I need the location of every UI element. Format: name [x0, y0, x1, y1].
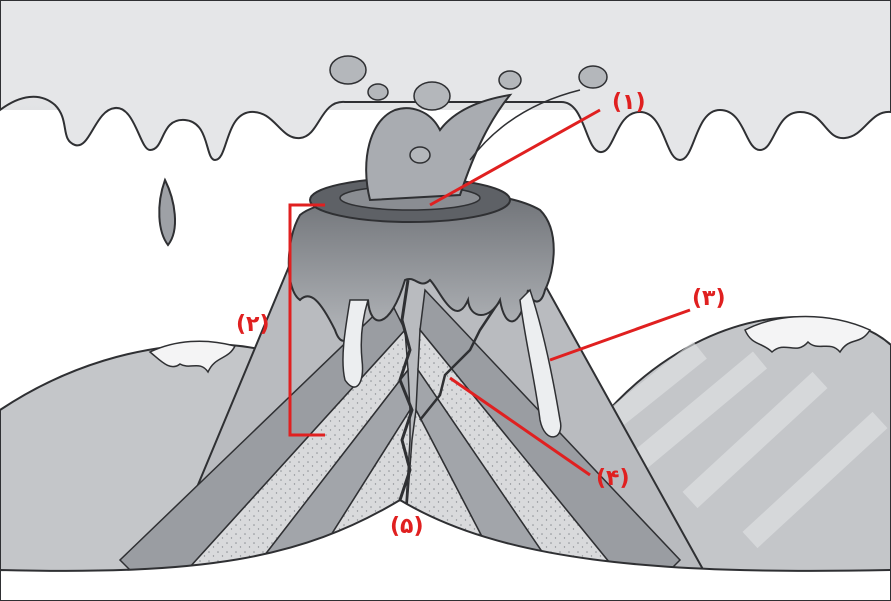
lava-bomb [330, 56, 366, 84]
label-2: (۲) [236, 314, 270, 336]
lava-bomb [414, 82, 450, 110]
label-1: (۱) [612, 92, 646, 114]
label-4: (۴) [596, 468, 630, 490]
label-5: (۵) [390, 516, 424, 538]
lava-bomb [579, 66, 607, 88]
label-3: (۳) [692, 288, 726, 310]
lava-bomb [368, 84, 388, 100]
lava-bomb [410, 147, 430, 163]
lava-bomb [499, 71, 521, 89]
